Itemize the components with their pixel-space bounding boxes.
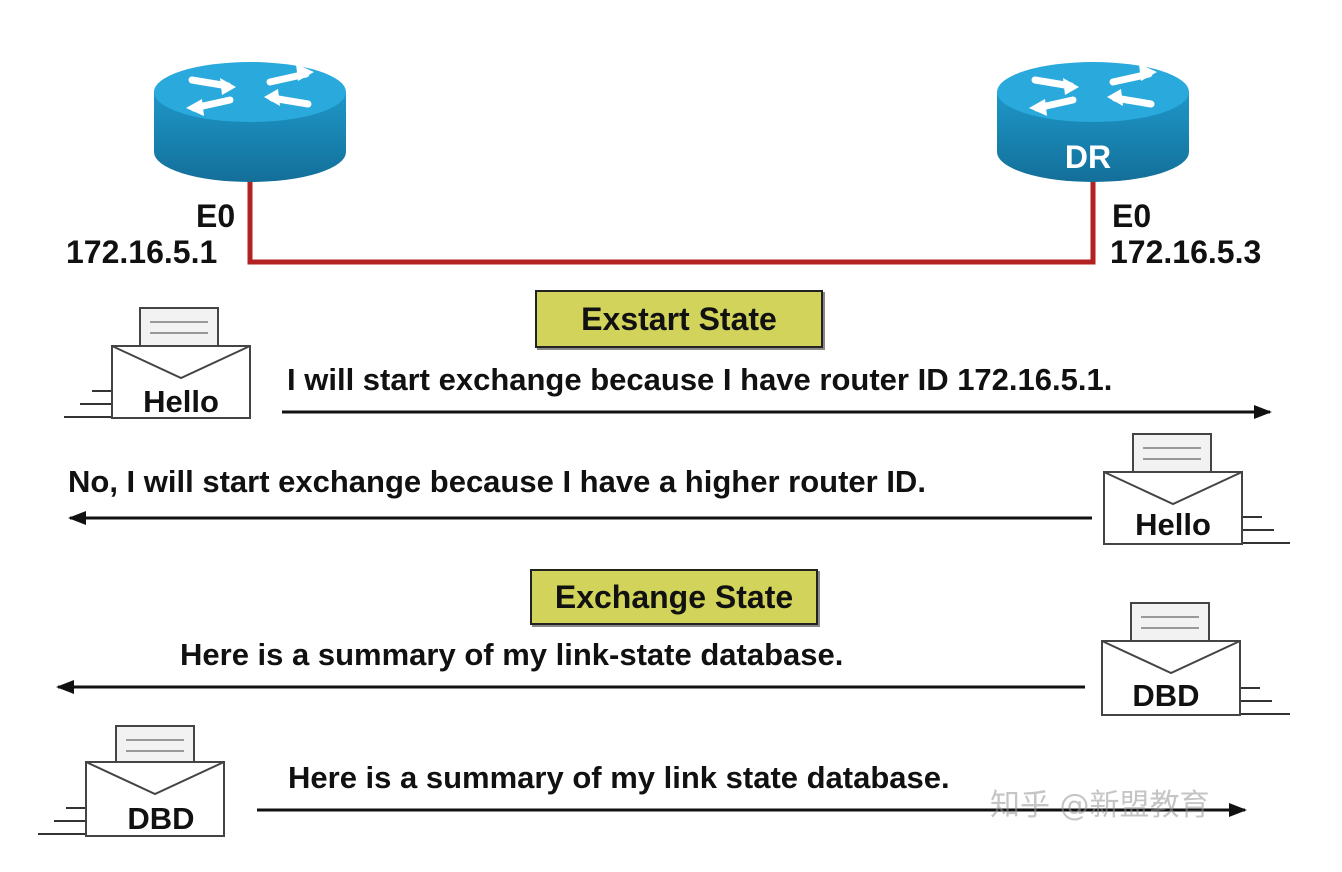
hello-packet-left-icon: Hello (64, 307, 251, 419)
router-right-icon (997, 62, 1189, 182)
left-ip-label: 172.16.5.1 (66, 234, 218, 270)
exchange-state-box: Exchange State (530, 569, 818, 625)
packet-label: Hello (143, 384, 219, 419)
router-left-icon (154, 62, 346, 182)
message-1: I will start exchange because I have rou… (287, 362, 1113, 397)
packet-label: DBD (127, 801, 194, 836)
message-4: Here is a summary of my link state datab… (288, 760, 950, 795)
message-2: No, I will start exchange because I have… (68, 464, 926, 499)
right-ip-label: 172.16.5.3 (1110, 234, 1262, 270)
hello-packet-right-icon: Hello (1103, 433, 1290, 545)
message-3: Here is a summary of my link-state datab… (180, 637, 844, 672)
dr-label: DR (1065, 139, 1111, 175)
dbd-packet-right-icon: DBD (1101, 602, 1290, 716)
left-interface-label: E0 (196, 198, 236, 234)
packet-label: Hello (1135, 507, 1211, 542)
network-link (247, 178, 1096, 265)
watermark: 知乎 @新盟教育 (990, 788, 1210, 823)
exstart-state-box: Exstart State (535, 290, 823, 348)
packet-label: DBD (1132, 678, 1199, 713)
right-interface-label: E0 (1112, 198, 1152, 234)
dbd-packet-left-icon: DBD (38, 725, 225, 837)
